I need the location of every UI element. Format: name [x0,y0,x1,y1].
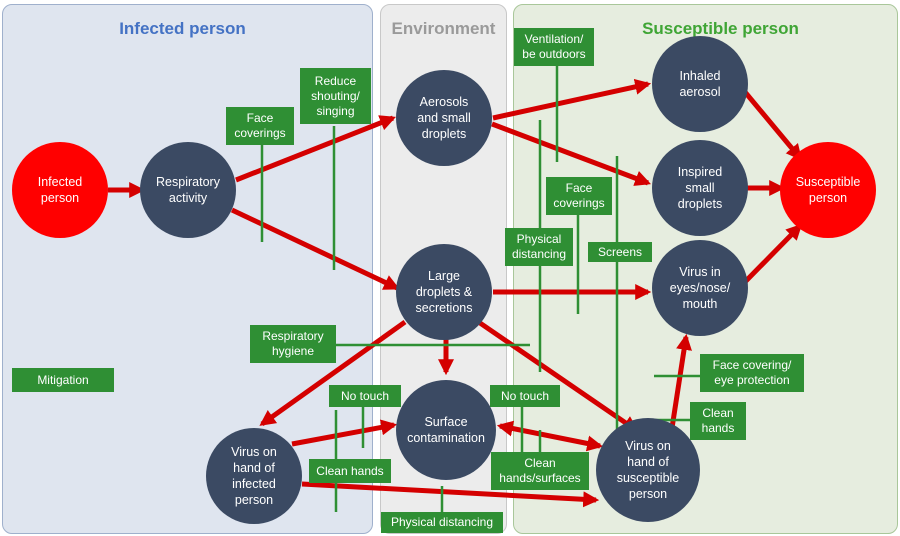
arrow-inhaled-to-susceptible [738,84,803,161]
node-surface-contamination: Surface contamination [396,380,496,480]
arrow-large-droplets-to-hand-susceptible [478,320,639,433]
mitigation-face-coverings-1: Face coverings [226,107,294,145]
arrow-large-droplets-to-hand-infected [259,319,407,427]
mitigation-clean-hands-1: Clean hands [309,459,391,483]
mitigation-reduce-shouting: Reduce shouting/ singing [300,68,371,124]
node-inspired-droplets: Inspired small droplets [652,140,748,236]
arrow-hand-infected-to-hand-susceptible [301,481,600,508]
arrow-eyes-to-susceptible [738,223,803,289]
susceptible-person-panel-title: Susceptible person [642,19,799,38]
mitigation-face-covering-eye: Face covering/ eye protection [700,354,804,392]
mitigation-respiratory-hygiene: Respiratory hygiene [250,325,336,363]
node-virus-eyes-nose-mouth: Virus in eyes/nose/ mouth [652,240,748,336]
mitigation-no-touch-2: No touch [490,385,560,407]
mitigation-face-coverings-2: Face coverings [546,177,612,215]
mitigation-clean-hands-2: Clean hands [690,402,746,440]
arrow-surface-hand-susceptible [496,420,604,452]
mitigation-physical-distancing-2: Physical distancing [381,512,503,533]
arrow-aerosols-to-inspired [491,121,651,186]
arrow-respiratory-to-large-droplets [230,207,400,291]
node-infected-person: Infected person [12,142,108,238]
infected-person-panel-title: Infected person [119,19,246,38]
environment-panel-title: Environment [391,19,496,38]
node-susceptible-person: Susceptible person [780,142,876,238]
node-aerosols: Aerosols and small droplets [396,70,492,166]
mitigation-legend: Mitigation [12,368,114,392]
mitigation-ventilation: Ventilation/ be outdoors [514,28,594,66]
arrow-hand-susceptible-to-eyes [669,333,692,429]
mitigation-clean-hands-surfaces: Clean hands/surfaces [491,452,589,490]
node-virus-hand-infected: Virus on hand of infected person [206,428,302,524]
mitigation-physical-distancing-1: Physical distancing [505,228,573,266]
node-large-droplets: Large droplets & secretions [396,244,492,340]
mitigation-screens: Screens [588,242,652,262]
mitigation-no-touch-1: No touch [329,385,401,407]
node-inhaled-aerosol: Inhaled aerosol [652,36,748,132]
arrow-hand-infected-to-surface [291,419,398,447]
node-respiratory-activity: Respiratory activity [140,142,236,238]
arrow-aerosols-to-inhaled [492,78,652,121]
node-virus-hand-susceptible: Virus on hand of susceptible person [596,418,700,522]
